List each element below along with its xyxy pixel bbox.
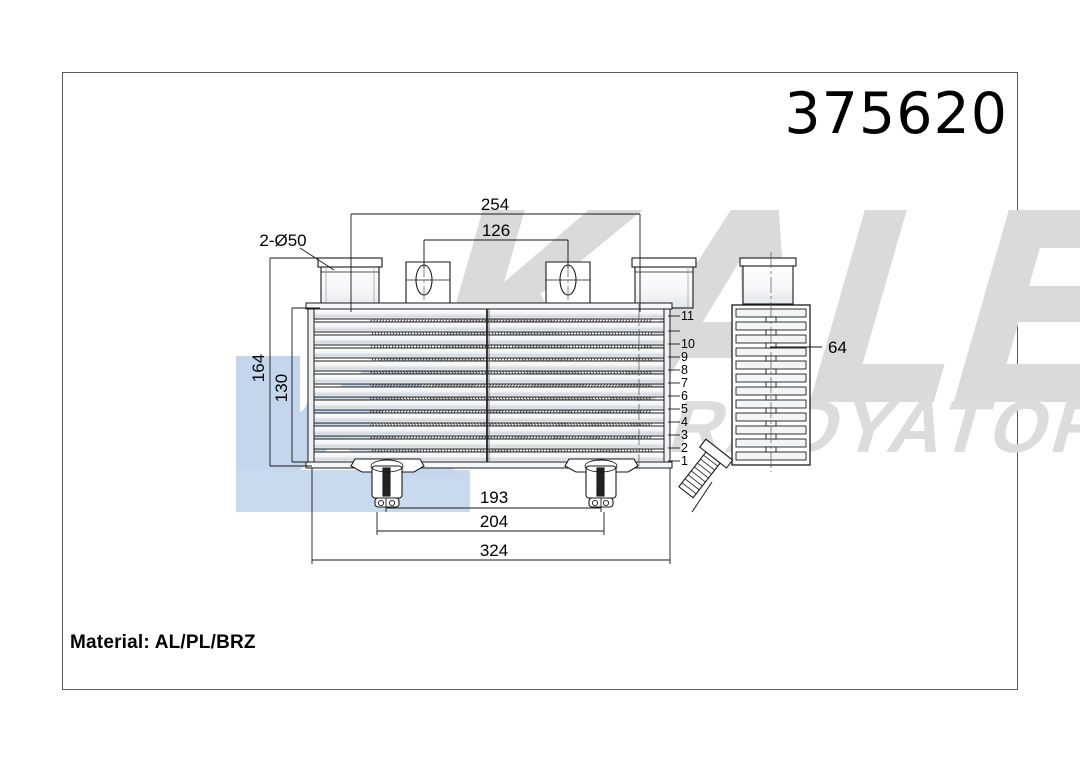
row-label-9: 9 — [681, 350, 688, 364]
dim-204 — [376, 512, 605, 535]
dim-193 — [385, 498, 602, 512]
dim-324 — [311, 468, 671, 564]
row-number-labels: 1 2 3 4 5 6 7 8 9 10 11 — [668, 309, 695, 468]
dim-port-leader — [299, 247, 335, 271]
material-label: Material: AL/PL/BRZ — [70, 632, 256, 653]
heat-exchanger-core — [305, 302, 673, 469]
bottom-stud-right — [564, 458, 639, 508]
side-elevation — [699, 252, 811, 472]
dim-204-text: 204 — [480, 512, 508, 531]
dim-254 — [350, 213, 641, 312]
dim-126-text: 126 — [482, 221, 510, 240]
mount-bracket-left — [405, 240, 451, 312]
row-label-11: 11 — [681, 309, 694, 323]
inlet-neck-left — [317, 257, 383, 309]
dim-126 — [423, 239, 569, 268]
row-label-8: 8 — [681, 363, 688, 377]
core-fin-bands — [370, 319, 652, 453]
dim-164-text: 164 — [249, 354, 268, 382]
dim-64-text: 64 — [828, 338, 847, 357]
row-label-2: 2 — [681, 441, 688, 455]
part-number: 375620 — [784, 81, 1008, 147]
bottom-stud-left — [350, 458, 425, 508]
row-label-4: 4 — [681, 415, 688, 429]
dim-130 — [291, 307, 320, 463]
dim-130-text: 130 — [272, 374, 291, 402]
row-label-7: 7 — [681, 376, 688, 390]
row-label-10: 10 — [681, 337, 695, 351]
row-label-6: 6 — [681, 389, 688, 403]
dimension-lines — [269, 213, 822, 564]
mount-bracket-right — [545, 240, 591, 312]
dim-164 — [269, 257, 322, 467]
dim-254-text: 254 — [481, 195, 509, 214]
dim-324-text: 324 — [480, 541, 508, 560]
stud-detail — [678, 438, 734, 513]
row-label-1: 1 — [681, 454, 688, 468]
front-elevation — [305, 240, 697, 508]
dim-port-note-text: 2-Ø50 — [259, 231, 306, 250]
row-label-3: 3 — [681, 428, 688, 442]
outlet-neck-right — [631, 257, 697, 309]
dimension-text: 254 126 2-Ø50 164 130 64 193 204 324 — [249, 195, 847, 560]
row-label-5: 5 — [681, 402, 688, 416]
dim-193-text: 193 — [480, 488, 508, 507]
